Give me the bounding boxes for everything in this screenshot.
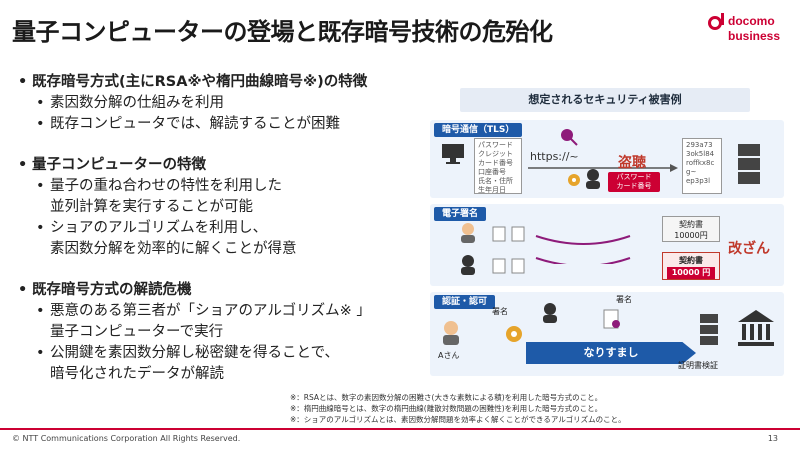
- https-url: https://~: [530, 150, 579, 163]
- bullet-item-continued: 量子コンピューターで実行: [50, 324, 224, 340]
- security-damage-panel: 想定されるセキュリティ被害例 暗号通信（TLS） パスワード クレジット カード…: [430, 88, 784, 380]
- document-icons-forged: [492, 258, 525, 274]
- bullet-item: 悪意のある第三者が「ショアのアルゴリズム※ 」: [18, 301, 448, 322]
- impersonation-arrow: なりすまし: [526, 342, 696, 364]
- bullet-item-continued: 並列計算を実行することが可能: [50, 199, 253, 215]
- signature-label-1: 署名: [492, 307, 508, 316]
- gear-icon: [506, 326, 522, 342]
- section-digital-signature: 電子署名 契約書 10000円 契約書 10000 円 改ざん: [430, 204, 784, 286]
- cipher-line: roffkx8c: [686, 159, 715, 167]
- contract-line: 10000 円: [667, 267, 715, 279]
- cipher-line: 293a73: [686, 141, 713, 149]
- section-tls: 暗号通信（TLS） パスワード クレジット カード番号 口座番号 氏名・住所 生…: [430, 120, 784, 198]
- bullet-list: 既存暗号方式(主にRSA※や楕円曲線暗号※)の特徴 素因数分解の仕組みを利用 既…: [18, 72, 448, 385]
- user-a-label: Aさん: [438, 351, 460, 360]
- bullet-item-continued: 暗号化されたデータが解読: [50, 366, 224, 382]
- key-icon: [561, 129, 578, 146]
- doc-line: クレジット: [478, 150, 513, 158]
- cipher-line: g~: [686, 168, 697, 176]
- doc-line: 口座番号: [478, 168, 506, 176]
- curved-arrows-icon: [535, 235, 631, 264]
- government-building-icon: [738, 310, 774, 346]
- footnote-rsa: ※：RSAとは、数字の素因数分解の困難さ(大きな素数による積)を利用した暗号方式…: [290, 393, 603, 402]
- logo-mark-icon: [708, 13, 724, 30]
- doc-line: カード番号: [478, 159, 513, 167]
- footnotes: ※：RSAとは、数字の素因数分解の困難さ(大きな素数による積)を利用した暗号方式…: [290, 392, 626, 425]
- copyright: © NTT Communications Corporation All Rig…: [12, 434, 241, 443]
- bullet-item: 既存コンピュータでは、解読することが困難: [18, 114, 448, 135]
- section-authentication: 認証・認可 Aさん 署名 署名 なりすまし 証明書検証: [430, 292, 784, 376]
- hacker-icon: [543, 303, 557, 323]
- company-logo: docomo business: [708, 13, 782, 50]
- section-label-auth: 認証・認可: [434, 295, 496, 309]
- section-label-signature: 電子署名: [434, 207, 487, 221]
- server-icon: [700, 314, 718, 345]
- stolen-line: カード番号: [616, 182, 652, 190]
- signature-label-2: 署名: [616, 295, 632, 304]
- section-label-tls: 暗号通信（TLS）: [434, 123, 523, 137]
- section-heading-crisis: 既存暗号方式の解読危機: [18, 280, 448, 301]
- section-heading-quantum: 量子コンピューターの特徴: [18, 155, 448, 176]
- user-a-icon: [443, 321, 459, 345]
- arrow-right-icon: [528, 164, 678, 172]
- doc-line: パスワード: [478, 141, 513, 149]
- page-title: 量子コンピューターの登場と既存暗号技術の危殆化: [12, 18, 553, 46]
- footnote-ecc: ※：楕円曲線暗号とは、数字の楕円曲線(離散対数問題の困難性)を利用した暗号方式の…: [290, 404, 603, 413]
- section-heading-existing-crypto: 既存暗号方式(主にRSA※や楕円曲線暗号※)の特徴: [18, 72, 448, 93]
- certificate-verification-label: 証明書検証: [678, 361, 718, 370]
- contract-line: 契約書: [679, 220, 703, 229]
- bullet-item: ショアのアルゴリズムを利用し、: [18, 218, 448, 239]
- encrypted-document: 293a73 3ok5l84 roffkx8c g~ ep3p3l: [682, 138, 722, 194]
- stolen-line: パスワード: [616, 173, 652, 181]
- cipher-line: ep3p3l: [686, 177, 711, 185]
- bullet-item: 公開鍵を素因数分解し秘密鍵を得ることで、: [18, 343, 448, 364]
- panel-title: 想定されるセキュリティ被害例: [460, 88, 750, 112]
- plain-data-document: パスワード クレジット カード番号 口座番号 氏名・住所 生年月日: [474, 138, 522, 194]
- contract-line: 契約書: [679, 256, 703, 265]
- server-icon: [738, 144, 760, 184]
- logo-line-2: business: [728, 29, 781, 43]
- footnote-shor: ※：ショアのアルゴリズムとは、素因数分解問題を効率よく解くことができるアルゴリズ…: [290, 415, 626, 424]
- document-icons: [492, 226, 525, 242]
- footer-divider: [0, 428, 800, 430]
- user-icon: [461, 223, 475, 243]
- tamper-label: 改ざん: [728, 241, 770, 257]
- logo-line-1: docomo: [728, 14, 775, 28]
- hacker-icon: [461, 255, 475, 275]
- doc-line: 氏名・住所: [478, 177, 513, 185]
- doc-line: 生年月日: [478, 186, 506, 194]
- impersonation-label: なりすまし: [583, 346, 639, 359]
- contract-line: 10000円: [674, 231, 708, 240]
- forged-contract: 契約書 10000 円: [662, 252, 720, 280]
- bullet-item: 量子の重ね合わせの特性を利用した: [18, 176, 448, 197]
- original-contract: 契約書 10000円: [662, 216, 720, 242]
- page-number: 13: [767, 434, 778, 443]
- monitor-icon: [442, 144, 464, 164]
- eavesdrop-label: 盗聴: [618, 155, 646, 171]
- cipher-line: 3ok5l84: [686, 150, 715, 158]
- hacker-icon: [586, 169, 600, 189]
- certificate-icon: [603, 309, 620, 329]
- bullet-item-continued: 素因数分解を効率的に解くことが得意: [50, 241, 297, 257]
- bullet-item: 素因数分解の仕組みを利用: [18, 93, 448, 114]
- gear-icon: [568, 174, 580, 186]
- stolen-data-tag: パスワード カード番号: [608, 172, 660, 192]
